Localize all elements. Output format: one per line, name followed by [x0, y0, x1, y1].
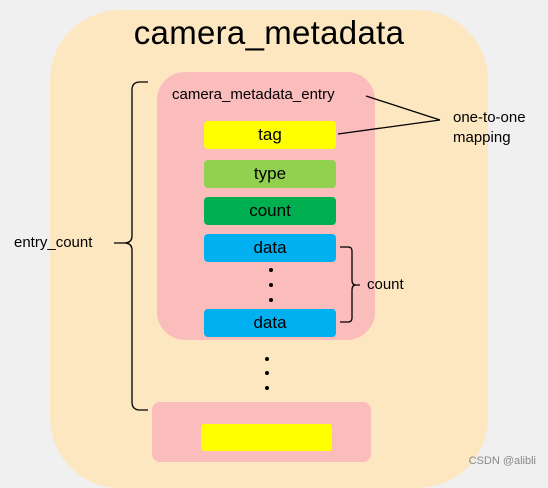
- entry-label: camera_metadata_entry: [172, 86, 335, 103]
- count-bracket: [340, 246, 360, 323]
- mapping-label-line1: one-to-one: [453, 109, 526, 126]
- entries-ellipsis-dot: [265, 371, 269, 375]
- watermark: CSDN @alibli: [468, 455, 536, 467]
- tag-field: tag: [204, 121, 336, 149]
- data-field-first: data: [204, 234, 336, 262]
- mapping-line-entry: [365, 95, 441, 121]
- tag-field-last: [201, 424, 332, 451]
- mapping-label-line2: mapping: [453, 129, 511, 146]
- type-field: type: [204, 160, 336, 188]
- count-field: count: [204, 197, 336, 225]
- mapping-line-tag: [337, 119, 441, 135]
- diagram-title: camera_metadata: [133, 14, 405, 51]
- data-count-label: count: [367, 276, 404, 293]
- connector-lines: [114, 81, 441, 411]
- one-to-one-mapping-label: one-to-one mapping: [453, 108, 526, 148]
- data-ellipsis-dot: [269, 283, 273, 287]
- entries-ellipsis-dot: [265, 357, 269, 361]
- data-field-last: data: [204, 309, 336, 337]
- data-ellipsis-dot: [269, 298, 273, 302]
- entry-count-bracket: [114, 81, 148, 411]
- data-ellipsis-dot: [269, 268, 273, 272]
- entry-count-label: entry_count: [14, 234, 93, 251]
- entries-ellipsis-dot: [265, 386, 269, 390]
